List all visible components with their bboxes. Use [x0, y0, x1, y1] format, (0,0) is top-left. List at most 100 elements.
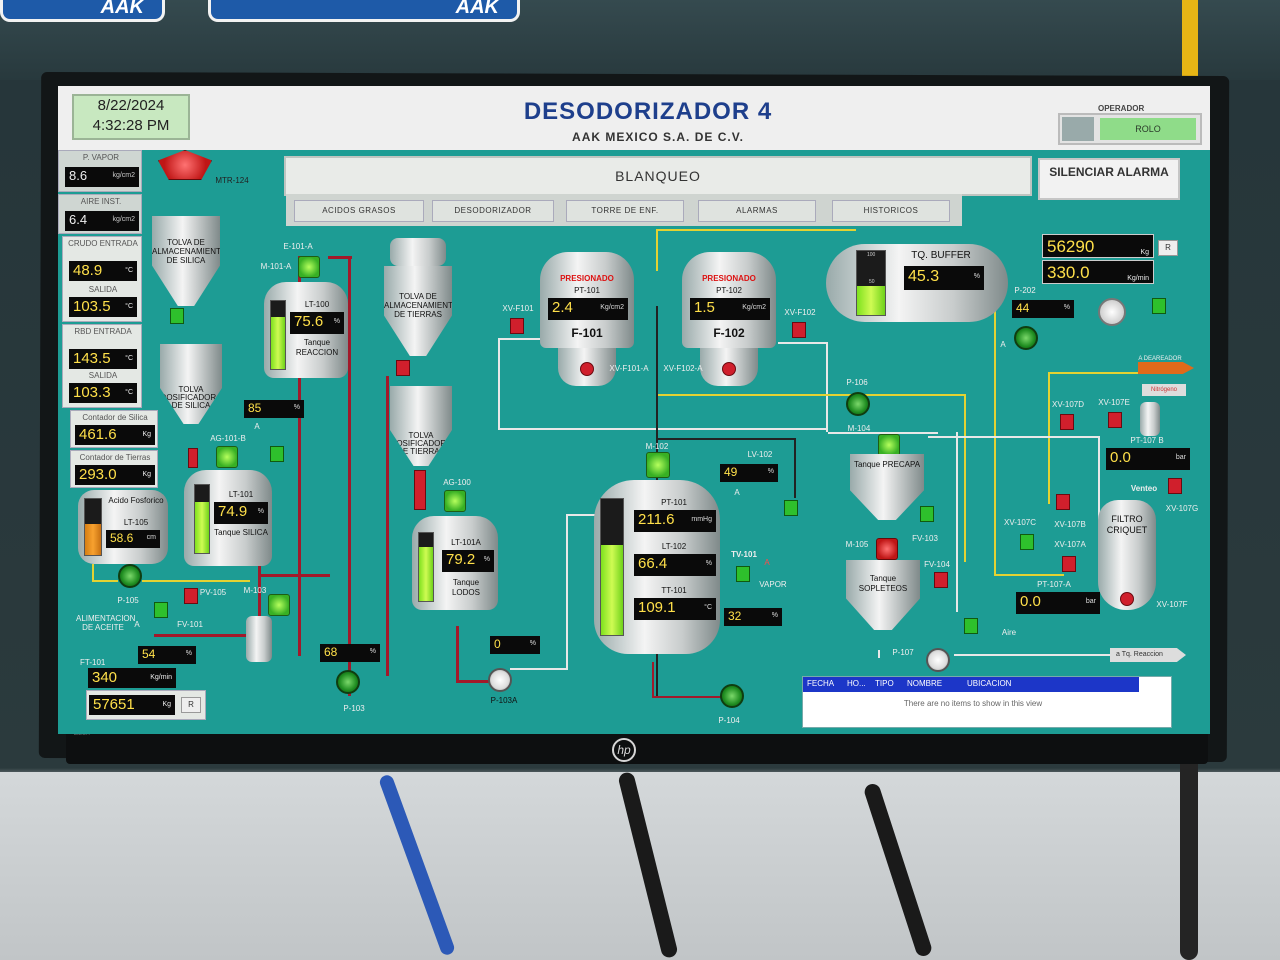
xv-107a-valve-icon[interactable] — [1062, 556, 1076, 572]
col-hora[interactable]: HO... — [847, 679, 866, 688]
acido-value: 58.6 — [110, 531, 134, 545]
silica-feed-valve-icon[interactable] — [170, 308, 184, 324]
pt-101-value: 211.6 — [638, 511, 675, 528]
xv-f101-valve-icon[interactable] — [510, 318, 524, 334]
aire-inst-unit: kg/cm2 — [112, 216, 135, 223]
m-103-motor-icon[interactable] — [268, 594, 290, 616]
tab-alarmas[interactable]: ALARMAS — [698, 200, 816, 222]
alarm-table[interactable]: FECHA HO... TIPO NOMBRE UBICACION There … — [802, 676, 1172, 728]
pipe-segment — [994, 276, 996, 576]
contador-tierras-unit: Kg — [142, 471, 151, 478]
lodos-unit: % — [483, 556, 490, 563]
acido-display: 58.6 cm — [106, 530, 160, 548]
operator-avatar-icon — [1062, 117, 1094, 141]
pipe-segment — [1098, 436, 1100, 522]
silica-unit: % — [257, 508, 264, 515]
p-vapor-label: P. VAPOR — [82, 153, 120, 162]
mtr-124-fan-icon[interactable] — [158, 150, 212, 180]
tv-101-vapor-label: VAPOR — [759, 580, 787, 589]
tab-desodorizador[interactable]: DESODORIZADOR — [432, 200, 554, 222]
lv-102-label: LV-102 — [747, 450, 773, 459]
aire-valve-icon[interactable] — [964, 618, 978, 634]
p-202-auto-label: A — [1000, 340, 1006, 349]
col-fecha[interactable]: FECHA — [807, 679, 835, 688]
ag-100-motor-icon[interactable] — [444, 490, 466, 512]
ft-101-value: 340 — [92, 669, 118, 686]
tierras-feed-valve-icon[interactable] — [396, 360, 410, 376]
p-103a-unit: % — [529, 640, 536, 647]
pt-101-unit: mmHg — [691, 516, 712, 523]
pipe-segment — [142, 580, 250, 582]
acido-unit: cm — [146, 534, 156, 541]
p-103-pump-icon[interactable] — [336, 670, 360, 694]
totalizer2-reset-button[interactable]: R — [1158, 240, 1178, 256]
xv-107e-valve-icon[interactable] — [1108, 412, 1122, 428]
xv-107d-valve-icon[interactable] — [1060, 414, 1074, 430]
tv-101-label: TV-101 — [731, 550, 757, 559]
reaccion-tank: LT-100 75.6% Tanque REACCION — [264, 282, 348, 378]
tab-historicos[interactable]: HISTORICOS — [832, 200, 950, 222]
section-title-bar: BLANQUEO — [284, 156, 1032, 196]
reaccion-level-fill — [271, 317, 285, 369]
xv-107g-valve-icon[interactable] — [1168, 478, 1182, 494]
p-107-pump-icon[interactable] — [926, 648, 950, 672]
col-nombre[interactable]: NOMBRE — [907, 679, 943, 688]
p-103-value: 68 — [324, 645, 338, 659]
p-105-pump-icon[interactable] — [118, 564, 142, 588]
fv-103-valve-icon[interactable] — [920, 506, 934, 522]
f-102-cone — [700, 348, 758, 386]
filtro-criquet: FILTRO CRIQUET — [1098, 500, 1156, 610]
fv-104-valve-icon[interactable] — [934, 572, 948, 588]
f-102-name: F-102 — [713, 326, 745, 340]
valve-85-display: 85% — [244, 400, 304, 418]
m-105-motor-icon[interactable] — [876, 538, 898, 560]
flow2-value: 330.0 — [1047, 263, 1090, 282]
p-106-pump-icon[interactable] — [846, 392, 870, 416]
m-104-motor-icon[interactable] — [878, 434, 900, 456]
xv-107c-valve-icon[interactable] — [1020, 534, 1034, 550]
xv-f102-valve-icon[interactable] — [792, 322, 806, 338]
p-103a-pump-icon[interactable] — [488, 668, 512, 692]
lv-102-valve-icon[interactable] — [784, 500, 798, 516]
lt-102-tag: LT-102 — [661, 542, 687, 551]
tt-101-unit: °C — [704, 604, 712, 611]
p-vapor-unit: kg/cm2 — [112, 172, 135, 179]
p-202-pump-icon[interactable] — [1014, 326, 1038, 350]
totalizer-reset-button[interactable]: R — [181, 697, 201, 713]
tv-101-valve-icon[interactable] — [736, 566, 750, 582]
buffer-scale-mid: 50 — [869, 279, 875, 285]
fv-101-valve-icon[interactable] — [154, 602, 168, 618]
lt-102-display: 66.4% — [634, 554, 716, 576]
pv-105-valve-icon[interactable] — [184, 588, 198, 604]
p-202-discharge-valve-icon[interactable] — [1152, 298, 1166, 314]
p-104-pump-icon[interactable] — [720, 684, 744, 708]
m-102-motor-icon[interactable] — [646, 452, 670, 478]
xv-107b-valve-icon[interactable] — [1056, 494, 1070, 510]
silica-rotary-valve-icon[interactable] — [188, 448, 198, 468]
tab-torre-de-enf[interactable]: TORRE DE ENF. — [566, 200, 684, 222]
alarm-table-header: FECHA HO... TIPO NOMBRE UBICACION — [803, 677, 1139, 692]
crudo-entrada-value: 48.9 — [73, 262, 103, 279]
tab-acidos-grasos[interactable]: ACIDOS GRASOS — [294, 200, 424, 222]
operator-box[interactable]: ROLO — [1058, 113, 1202, 145]
ag-100-label: AG-100 — [443, 478, 471, 487]
col-ubicacion[interactable]: UBICACION — [967, 679, 1012, 688]
ag-101-b-motor-icon[interactable] — [216, 446, 238, 468]
mtr-124-label: MTR-124 — [215, 176, 249, 185]
silence-alarm-button[interactable]: SILENCIAR ALARMA — [1038, 158, 1180, 200]
pipe-segment — [826, 342, 828, 432]
xv-f101-a-valve-icon[interactable] — [580, 362, 594, 376]
rbd-salida-value: 103.3 — [73, 384, 111, 401]
pipe-segment — [652, 696, 722, 698]
xv-107f-valve-icon[interactable] — [1120, 592, 1134, 606]
m-101-a-motor-icon[interactable] — [298, 256, 320, 278]
valve-85-icon[interactable] — [270, 446, 284, 462]
xv-f102-a-valve-icon[interactable] — [722, 362, 736, 376]
xv-f101-a-label: XV-F101-A — [609, 364, 649, 373]
lodos-name: Tanque LODOS — [451, 578, 480, 597]
tierras-rotary-valve-icon[interactable] — [414, 470, 426, 510]
col-tipo[interactable]: TIPO — [875, 679, 894, 688]
